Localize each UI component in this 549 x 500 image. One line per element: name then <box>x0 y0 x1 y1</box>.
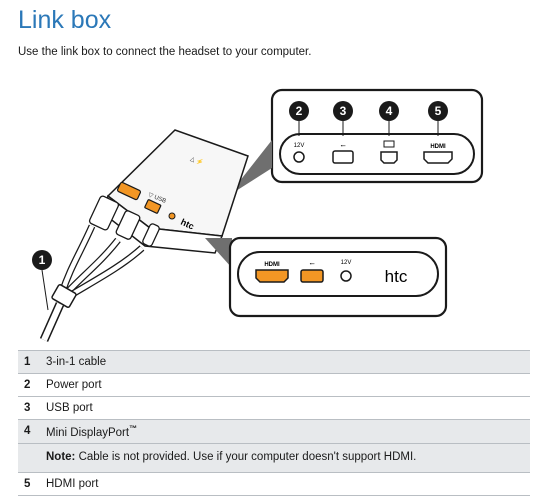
legend-number: 2 <box>18 373 42 397</box>
svg-text:⭪: ⭪ <box>309 260 314 268</box>
port-legend-table: 1 3-in-1 cable 2 Power port 3 USB port 4… <box>18 350 530 496</box>
svg-text:HDMI: HDMI <box>430 144 446 150</box>
legend-label: USB port <box>42 396 530 420</box>
hdmi-icon: HDMI <box>423 144 453 164</box>
svg-text:3: 3 <box>340 104 347 118</box>
callout-5: 5 <box>428 101 448 136</box>
note-label: Note: <box>46 450 76 463</box>
callout-1: 1 <box>32 250 52 311</box>
displayport-icon <box>380 140 398 164</box>
legend-label: Mini DisplayPort™ <box>42 419 530 444</box>
legend-label: Power port <box>42 373 530 397</box>
callout-2: 2 <box>289 101 309 136</box>
legend-row: 3 USB port <box>18 396 530 420</box>
legend-number: 5 <box>18 471 42 496</box>
svg-text:1: 1 <box>39 253 46 267</box>
svg-text:2: 2 <box>296 104 303 118</box>
svg-text:4: 4 <box>386 104 393 118</box>
callout-4: 4 <box>379 101 399 136</box>
svg-text:12V: 12V <box>341 260 352 266</box>
3-in-1-cable <box>39 195 160 342</box>
legend-note: Note: Cable is not provided. Use if your… <box>42 442 530 473</box>
callout-3: 3 <box>333 101 353 136</box>
legend-row: 4 Mini DisplayPort™ <box>18 419 530 444</box>
legend-number: 4 <box>18 419 42 444</box>
legend-row: 1 3-in-1 cable <box>18 350 530 374</box>
svg-text:htc: htc <box>385 267 408 286</box>
legend-note-row: Note: Cable is not provided. Use if your… <box>18 442 530 473</box>
svg-text:5: 5 <box>435 104 442 118</box>
legend-label: HDMI port <box>42 471 530 496</box>
power-port-icon: 12V <box>293 143 305 163</box>
trademark-symbol: ™ <box>129 424 138 433</box>
back-panel-zoom: 2 3 4 5 12V ⭪ <box>270 88 484 184</box>
svg-text:HDMI: HDMI <box>264 262 280 268</box>
usb-port: ⭪ <box>332 142 354 164</box>
legend-number: 1 <box>18 350 42 374</box>
intro-text: Use the link box to connect the headset … <box>18 46 312 58</box>
svg-text:⭪: ⭪ <box>340 142 345 150</box>
svg-text:12V: 12V <box>294 143 305 149</box>
link-box-body: △ ⚡ ▽ USB htc <box>103 129 249 254</box>
legend-row: 5 HDMI port <box>18 471 530 496</box>
legend-row: 2 Power port <box>18 373 530 397</box>
note-text: Cable is not provided. Use if your compu… <box>75 450 417 463</box>
legend-label: 3-in-1 cable <box>42 350 530 374</box>
front-panel-zoom: HDMI ⭪ 12V htc <box>228 236 448 318</box>
link-box-illustration: 2 3 4 5 12V ⭪ <box>0 78 549 348</box>
page-title: Link box <box>18 6 112 34</box>
legend-number: 3 <box>18 396 42 420</box>
